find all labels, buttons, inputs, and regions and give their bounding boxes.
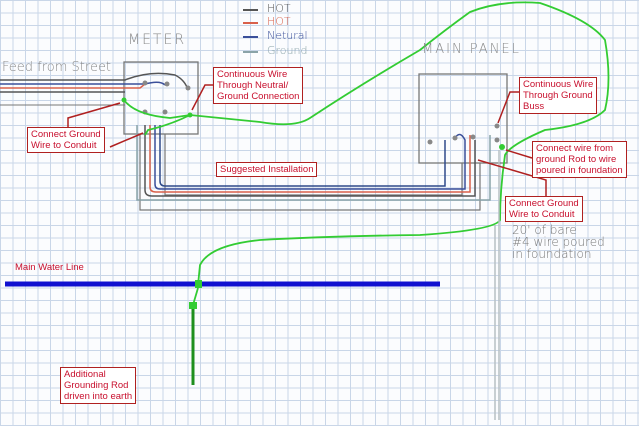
rod-clamp: [189, 302, 197, 309]
feed-wire-hot: [0, 83, 146, 89]
feed-wire-neutral: [0, 81, 166, 86]
feed-label: Feed from Street: [2, 60, 112, 75]
callout-meter-conduit: Connect Ground Wire to Conduit: [27, 127, 105, 153]
ground-node: [499, 144, 505, 150]
legend-label-hot: HOT: [267, 2, 291, 15]
conduit: [139, 134, 481, 211]
ground-node: [121, 97, 127, 103]
feed-wires: [0, 72, 189, 91]
ground-node: [187, 112, 193, 118]
callout-rod: Additional Grounding Rod driven into ear…: [60, 367, 137, 404]
legend-label-hot: HOT: [267, 15, 291, 28]
callout-panel-buss: Continuous Wire Through Ground Buss: [519, 77, 598, 114]
main-panel-label: MAIN PANEL: [422, 42, 521, 57]
run-wires: [136, 125, 491, 201]
ground-jumper: [144, 114, 191, 136]
foundation-note: 20' of bare #4 wire poured in foundation: [512, 223, 605, 261]
meter-label: METER: [128, 32, 187, 48]
callout-arrows: [67, 84, 547, 197]
water-line-label: Main Water Line: [15, 262, 84, 273]
callout-panel-conduit: Connect Ground Wire to Conduit: [505, 196, 583, 222]
terminals: [142, 80, 500, 145]
main-panel-box: [418, 73, 508, 164]
foundation-wire: [494, 150, 500, 420]
ground-wire: [123, 1, 610, 286]
legend-label-ground: Ground: [267, 44, 308, 57]
legend-label-neutral: Netural: [267, 29, 308, 42]
callout-suggested: Suggested Installation: [216, 162, 318, 177]
water-clamp: [195, 280, 202, 288]
callout-meter-neutral: Continuous Wire Through Neutral/ Ground …: [213, 67, 304, 104]
callout-panel-rod: Connect wire from ground Rod to wire pou…: [532, 141, 627, 178]
